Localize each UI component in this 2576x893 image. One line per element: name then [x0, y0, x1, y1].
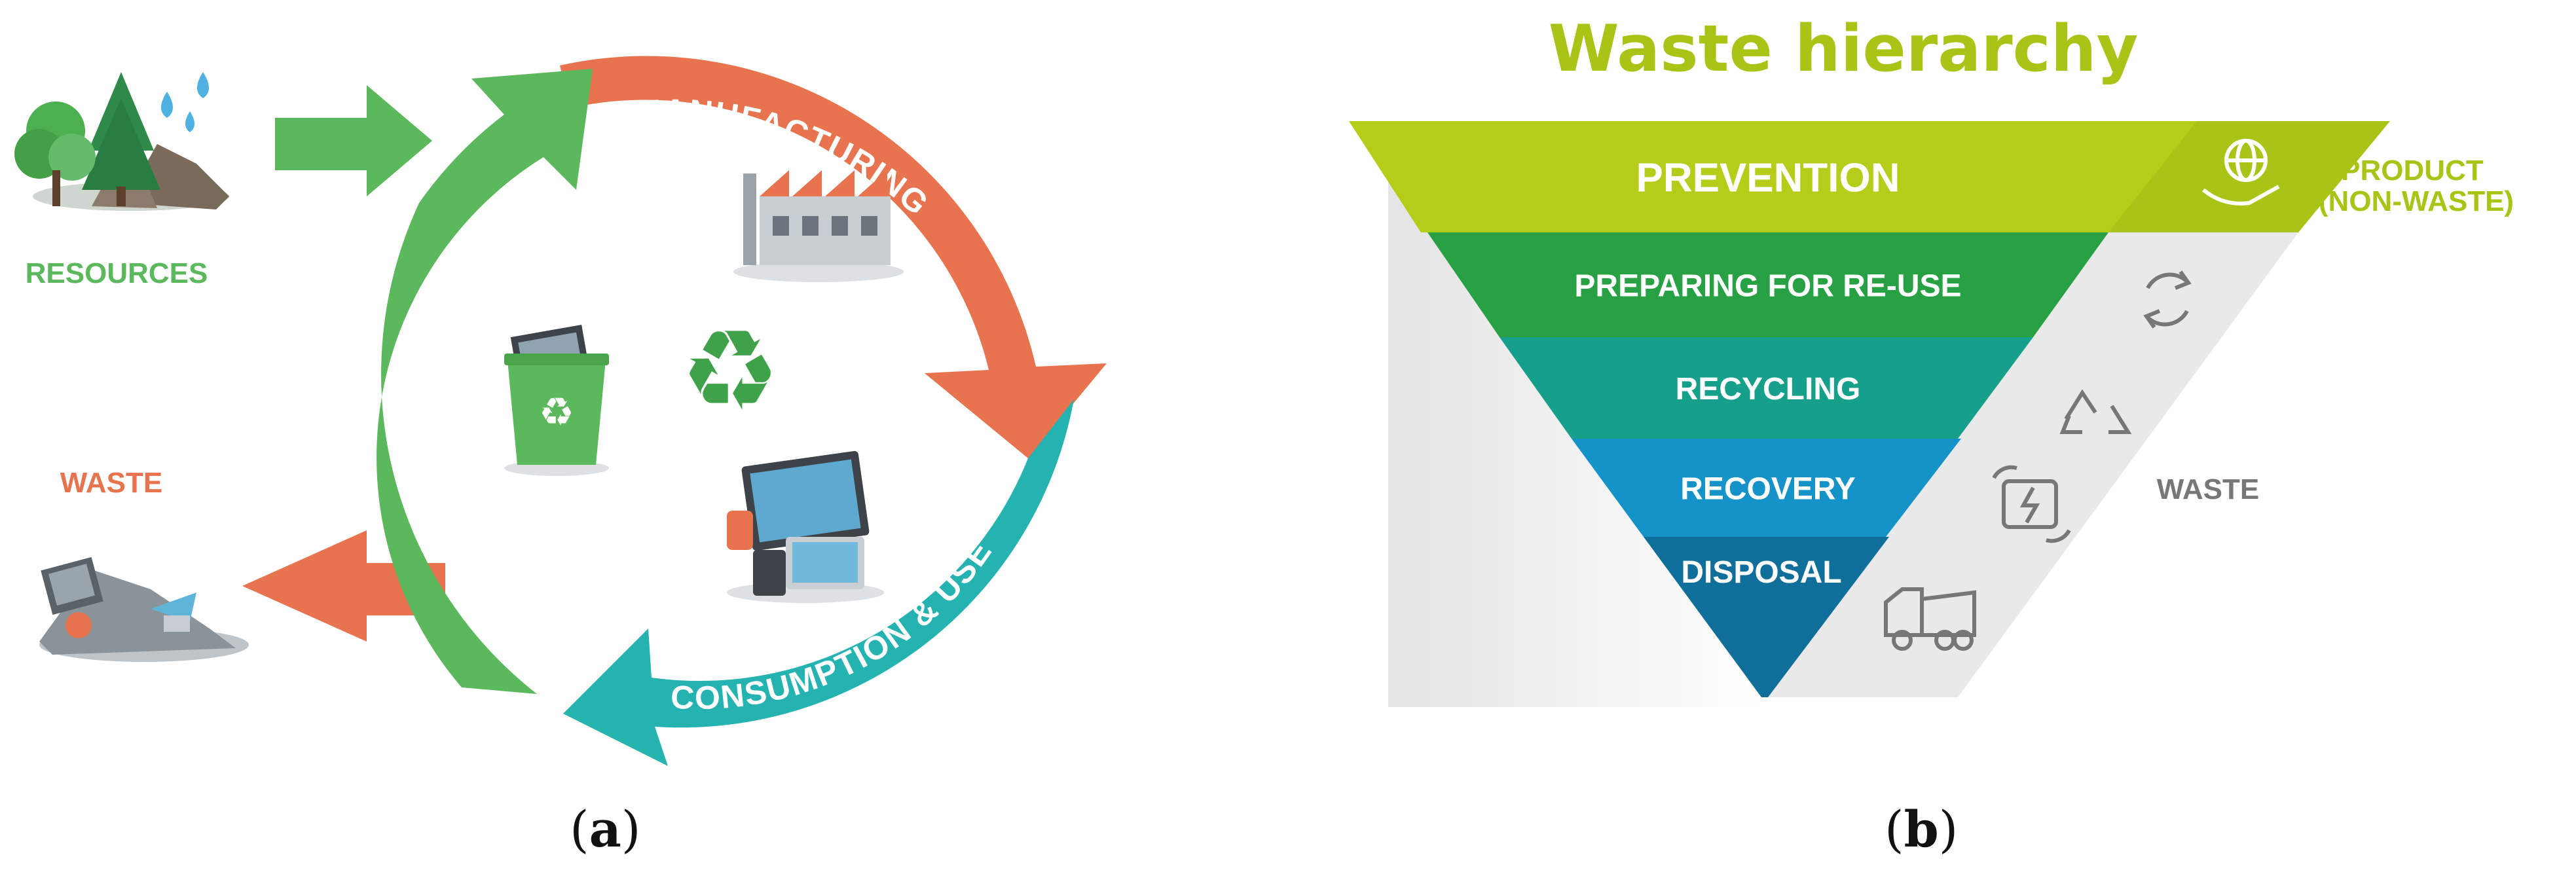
recycle-symbol-icon: ♻ [680, 306, 780, 436]
recycling-label: RECYCLING [424, 300, 466, 498]
resources-label: RESOURCES [26, 257, 208, 289]
circular-economy-diagram: RESOURCES WASTE MANUFACTURING CONSUMPTIO [14, 56, 1107, 766]
level-band-2 [1427, 232, 2108, 337]
waste-label: WASTE [60, 467, 162, 499]
waste-hierarchy-diagram: Waste hierarchy PREVENTION PREPARING FOR … [1349, 12, 2514, 707]
resources-illustration [14, 72, 229, 211]
hierarchy-levels: PREVENTION PREPARING FOR RE-USE RECYCLING R… [1349, 121, 2197, 697]
waste-illustration [39, 556, 249, 662]
caption-a: (a) [570, 800, 641, 858]
level-label-5: DISPOSAL [1681, 555, 1841, 590]
level-band-5 [1644, 537, 1889, 697]
factory-icon [733, 170, 904, 282]
recycle-icon [2059, 389, 2132, 434]
recycling-arc [377, 69, 593, 694]
recycle-bin-icon: ♻ [504, 324, 609, 476]
refresh-cycle-icon [2143, 270, 2192, 329]
consumption-arc [563, 399, 1074, 766]
svg-text:♻: ♻ [539, 390, 574, 435]
caption-b: (b) [1885, 800, 1959, 858]
waste-wedge [1768, 232, 2298, 697]
level-label-3: RECYCLING [1676, 372, 1861, 407]
waste-output-arrow [242, 530, 445, 642]
level-band-1 [1349, 121, 2197, 232]
globe-hand-icon [2202, 139, 2280, 206]
svg-text:♻: ♻ [680, 306, 780, 436]
level-label-1: PREVENTION [1636, 155, 1900, 200]
manufacturing-arc [560, 56, 1107, 459]
electronics-icon [727, 450, 884, 603]
level-label-4: RECOVERY [1680, 471, 1856, 506]
waste-side-label: WASTE [2157, 473, 2259, 505]
resources-input-arrow [275, 85, 432, 196]
product-label: PRODUCT (NON-WASTE) [2319, 155, 2514, 217]
energy-recovery-icon [1992, 465, 2071, 543]
level-band-4 [1572, 439, 1961, 537]
level-label-2: PREPARING FOR RE-USE [1574, 268, 1961, 303]
garbage-truck-icon [1884, 587, 1976, 651]
waste-hierarchy-title: Waste hierarchy [1549, 12, 2139, 86]
level-band-3 [1500, 337, 2033, 439]
